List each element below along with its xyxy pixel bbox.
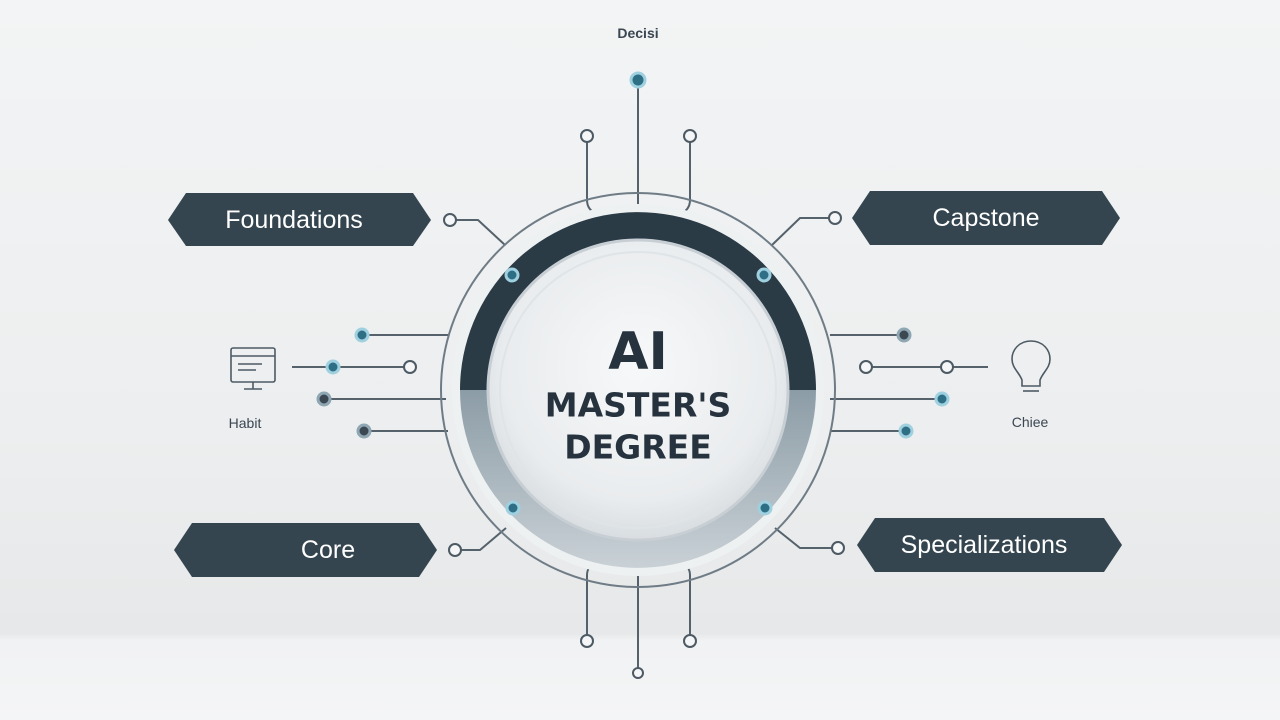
ring-node	[505, 500, 521, 516]
connector-node	[580, 634, 594, 648]
connector-node	[828, 211, 842, 225]
ring-node	[504, 267, 520, 283]
hub-ring-lower	[460, 390, 816, 568]
tag-foundations: Foundations	[168, 193, 431, 246]
left-connectors	[292, 219, 507, 551]
connector-node	[443, 213, 457, 227]
connector-node	[831, 541, 845, 555]
hub-outer-ring	[440, 192, 836, 588]
connector-node	[629, 71, 647, 89]
ring-node	[756, 267, 772, 283]
tag-specializations-label: Specializations	[901, 531, 1068, 559]
right-connectors	[771, 217, 988, 549]
hub-face	[486, 238, 790, 542]
hub-ring-upper	[460, 212, 816, 390]
tag-core-label: Core	[301, 536, 355, 564]
connector-node	[403, 360, 417, 374]
connector-node	[448, 543, 462, 557]
connector-node	[354, 327, 370, 343]
connector-node	[632, 667, 644, 679]
tag-capstone-label: Capstone	[932, 204, 1039, 232]
connector-node	[896, 327, 912, 343]
connector-node	[683, 634, 697, 648]
hub-title-line2: MASTER'S	[545, 386, 731, 425]
connector-node	[898, 423, 914, 439]
monitor-icon	[230, 347, 276, 390]
connector-node	[683, 129, 697, 143]
connector-node	[940, 360, 954, 374]
left-icon-label: Habit	[229, 415, 262, 431]
top-connectors	[586, 88, 691, 222]
ring-node	[757, 500, 773, 516]
hub-title: AI MASTER'S DEGREE	[545, 322, 731, 467]
connector-node	[356, 423, 372, 439]
tag-specializations: Specializations	[857, 518, 1122, 572]
tag-foundations-label: Foundations	[225, 206, 363, 234]
tag-capstone: Capstone	[852, 191, 1120, 245]
right-icon-label: Chiee	[1012, 414, 1049, 430]
tag-core: Core	[174, 523, 437, 577]
connector-node	[316, 391, 332, 407]
lightbulb-icon	[1011, 340, 1051, 392]
connector-node	[859, 360, 873, 374]
connector-node	[934, 391, 950, 407]
hub-inner-ring	[499, 251, 777, 529]
hub-title-line1: AI	[608, 322, 668, 382]
top-label: Decisi	[617, 25, 658, 41]
connector-node	[580, 129, 594, 143]
connector-node	[325, 359, 341, 375]
hub-title-line3: DEGREE	[564, 428, 712, 467]
hub	[440, 192, 836, 588]
